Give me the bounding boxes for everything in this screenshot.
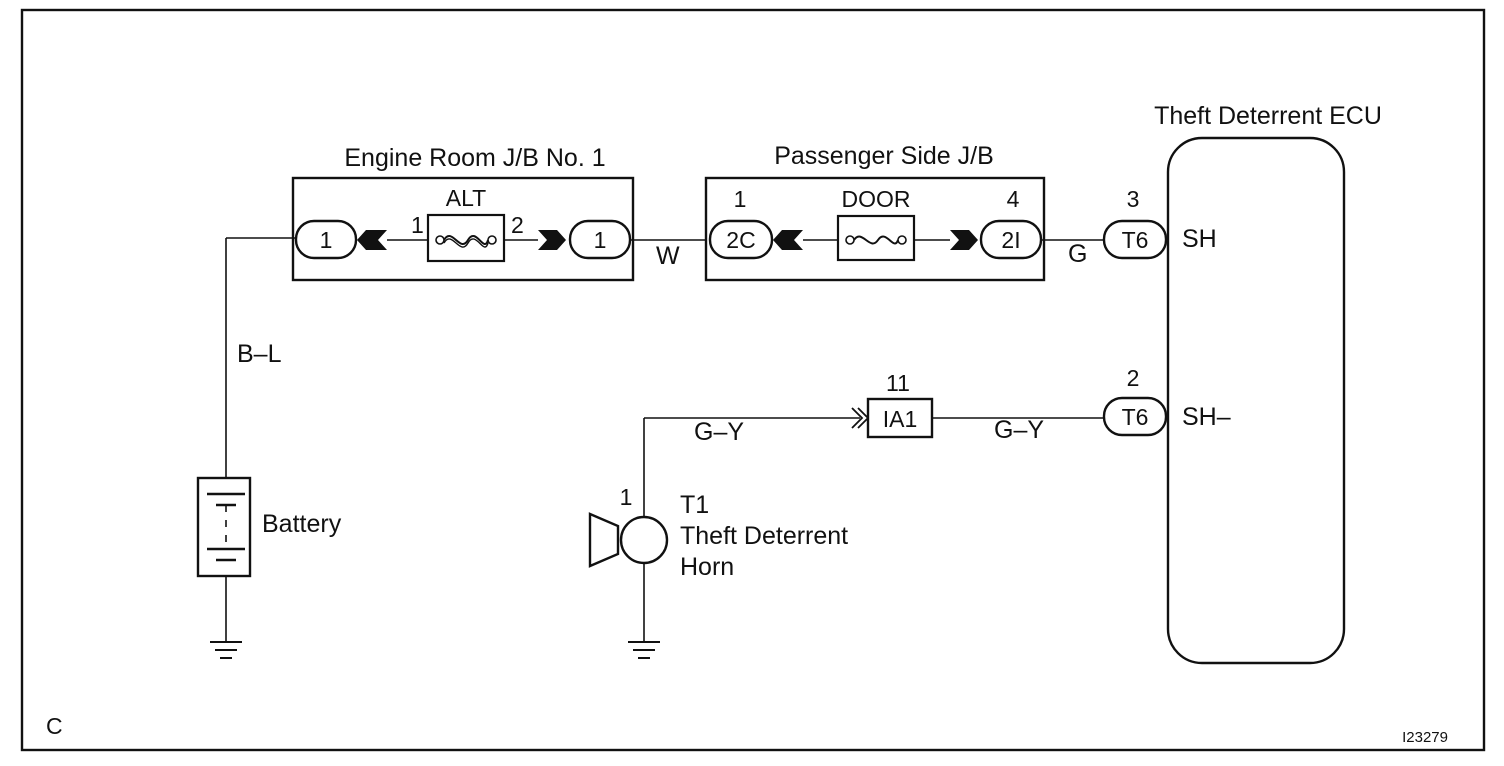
passenger-jb-in-connector-label: 2C	[726, 227, 755, 253]
battery-label: Battery	[262, 510, 342, 538]
battery-box	[196, 476, 252, 578]
ground-icon	[628, 641, 660, 659]
ground-icon	[210, 641, 242, 659]
corner-letter: C	[46, 713, 63, 739]
alt-fuse-label: ALT	[446, 185, 486, 211]
engine-room-jb-title: Engine Room J/B No. 1	[344, 144, 605, 172]
passenger-jb-in-connector	[708, 219, 774, 260]
engine-room-jb-in-connector	[294, 219, 358, 260]
wire-color-battery: B–L	[237, 340, 282, 368]
engine-room-jb-in-connector-label: 1	[320, 227, 333, 253]
ecu-terminal-sh-minus: SH–	[1182, 403, 1231, 431]
alt-fuse-pin-out: 2	[511, 212, 524, 238]
ecu-terminal-sh: SH	[1182, 225, 1217, 253]
passenger-jb-in-pin: 1	[734, 186, 747, 212]
ia1-connector	[866, 397, 934, 439]
figure-id: I23279	[1402, 729, 1448, 746]
horn-icon	[588, 512, 669, 568]
diagram-frame	[20, 8, 1486, 752]
ecu-sh-minus-pin: 2	[1127, 365, 1140, 391]
wire-color-horn: G–Y	[694, 418, 744, 446]
horn-code: T1	[680, 491, 709, 519]
passenger-jb-out-pin: 4	[1007, 186, 1020, 212]
terminal-marker-icon	[773, 230, 803, 250]
ia1-connector-label: IA1	[883, 406, 918, 432]
horn-name-line1: Theft Deterrent	[680, 522, 848, 550]
ecu-sh-minus-connector	[1102, 396, 1168, 437]
ecu-title: Theft Deterrent ECU	[1154, 102, 1382, 130]
wire-color-ia1-ecu: G–Y	[994, 416, 1044, 444]
horn-pin: 1	[620, 484, 633, 510]
battery-icon	[207, 492, 245, 562]
ecu-sh-connector-label: T6	[1122, 227, 1149, 253]
fusible-link-icon	[435, 235, 497, 248]
ecu-sh-pin: 3	[1127, 186, 1140, 212]
ecu-sh-connector	[1102, 219, 1168, 260]
terminal-marker-icon	[538, 230, 566, 250]
engine-room-jb-out-connector-label: 1	[594, 227, 607, 253]
alt-fuse-pin-in: 1	[411, 212, 424, 238]
passenger-jb-out-connector-label: 2I	[1001, 227, 1020, 253]
passenger-jb-title: Passenger Side J/B	[774, 142, 994, 170]
terminal-marker-icon	[357, 230, 387, 250]
wire-color-ecu-sh: G	[1068, 240, 1087, 268]
horn-name-line2: Horn	[680, 553, 734, 581]
ecu-sh-minus-connector-label: T6	[1122, 404, 1149, 430]
fuse-icon	[845, 235, 907, 245]
terminal-marker-icon	[950, 230, 978, 250]
door-fuse-label: DOOR	[842, 186, 911, 212]
wire-color-jb-link: W	[656, 242, 680, 270]
ia1-pin: 11	[886, 370, 910, 396]
connector-chevron-icon	[851, 407, 864, 429]
theft-deterrent-ecu	[1166, 136, 1346, 665]
